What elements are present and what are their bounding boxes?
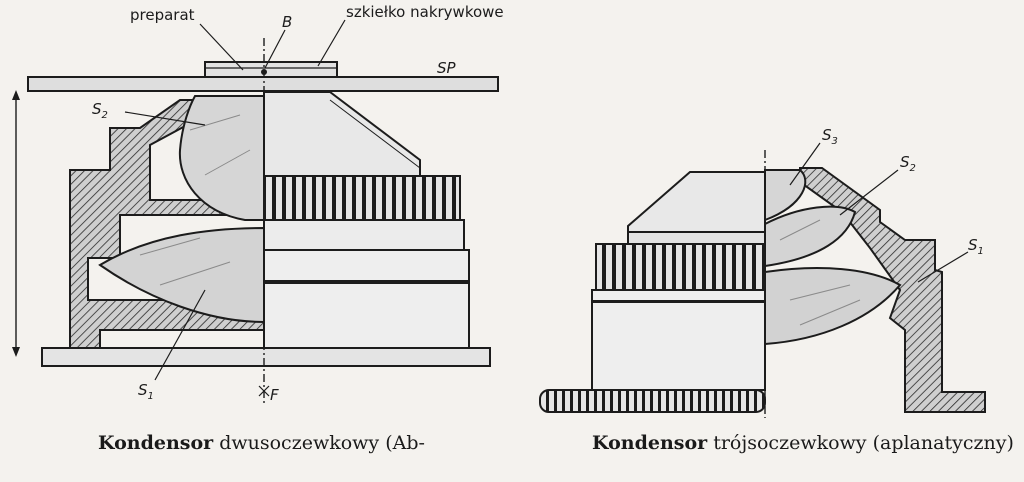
lens-s2-right [764,205,857,268]
label-b: B [282,13,292,31]
label-f: F [270,386,279,404]
label-sp: SP [437,59,457,77]
right-condenser: S3 S2 S1 [539,126,986,418]
knurled-ring-right [595,243,766,291]
base-plate-left [41,347,491,367]
caption-left: Kondensor dwusoczewkowy (Ab- [98,432,425,454]
top-cone-right [627,171,766,233]
base-disc-right [539,389,766,413]
lens-s1-right [764,267,902,346]
top-cone-housing [263,91,421,177]
specimen-slide [204,61,338,78]
label-s2-left: S2 [92,100,108,121]
label-s2-right: S2 [900,153,916,174]
label-szkielko: szkiełko nakrywkowe [346,3,504,21]
label-preparat: preparat [130,6,195,24]
label-s1-right: S1 [968,236,984,257]
right-housing-section [799,167,986,413]
caption-right: Kondensor trójsoczewkowy (aplanatyczny) [592,432,1014,454]
label-s1-left: S1 [138,381,154,402]
lens-s3 [764,169,807,222]
label-s3: S3 [822,126,838,147]
knurled-ring-left [263,175,461,221]
left-condenser: preparat B szkiełko nakrywkowe SP S2 S1 … [12,3,504,404]
stage-plate [27,76,499,92]
